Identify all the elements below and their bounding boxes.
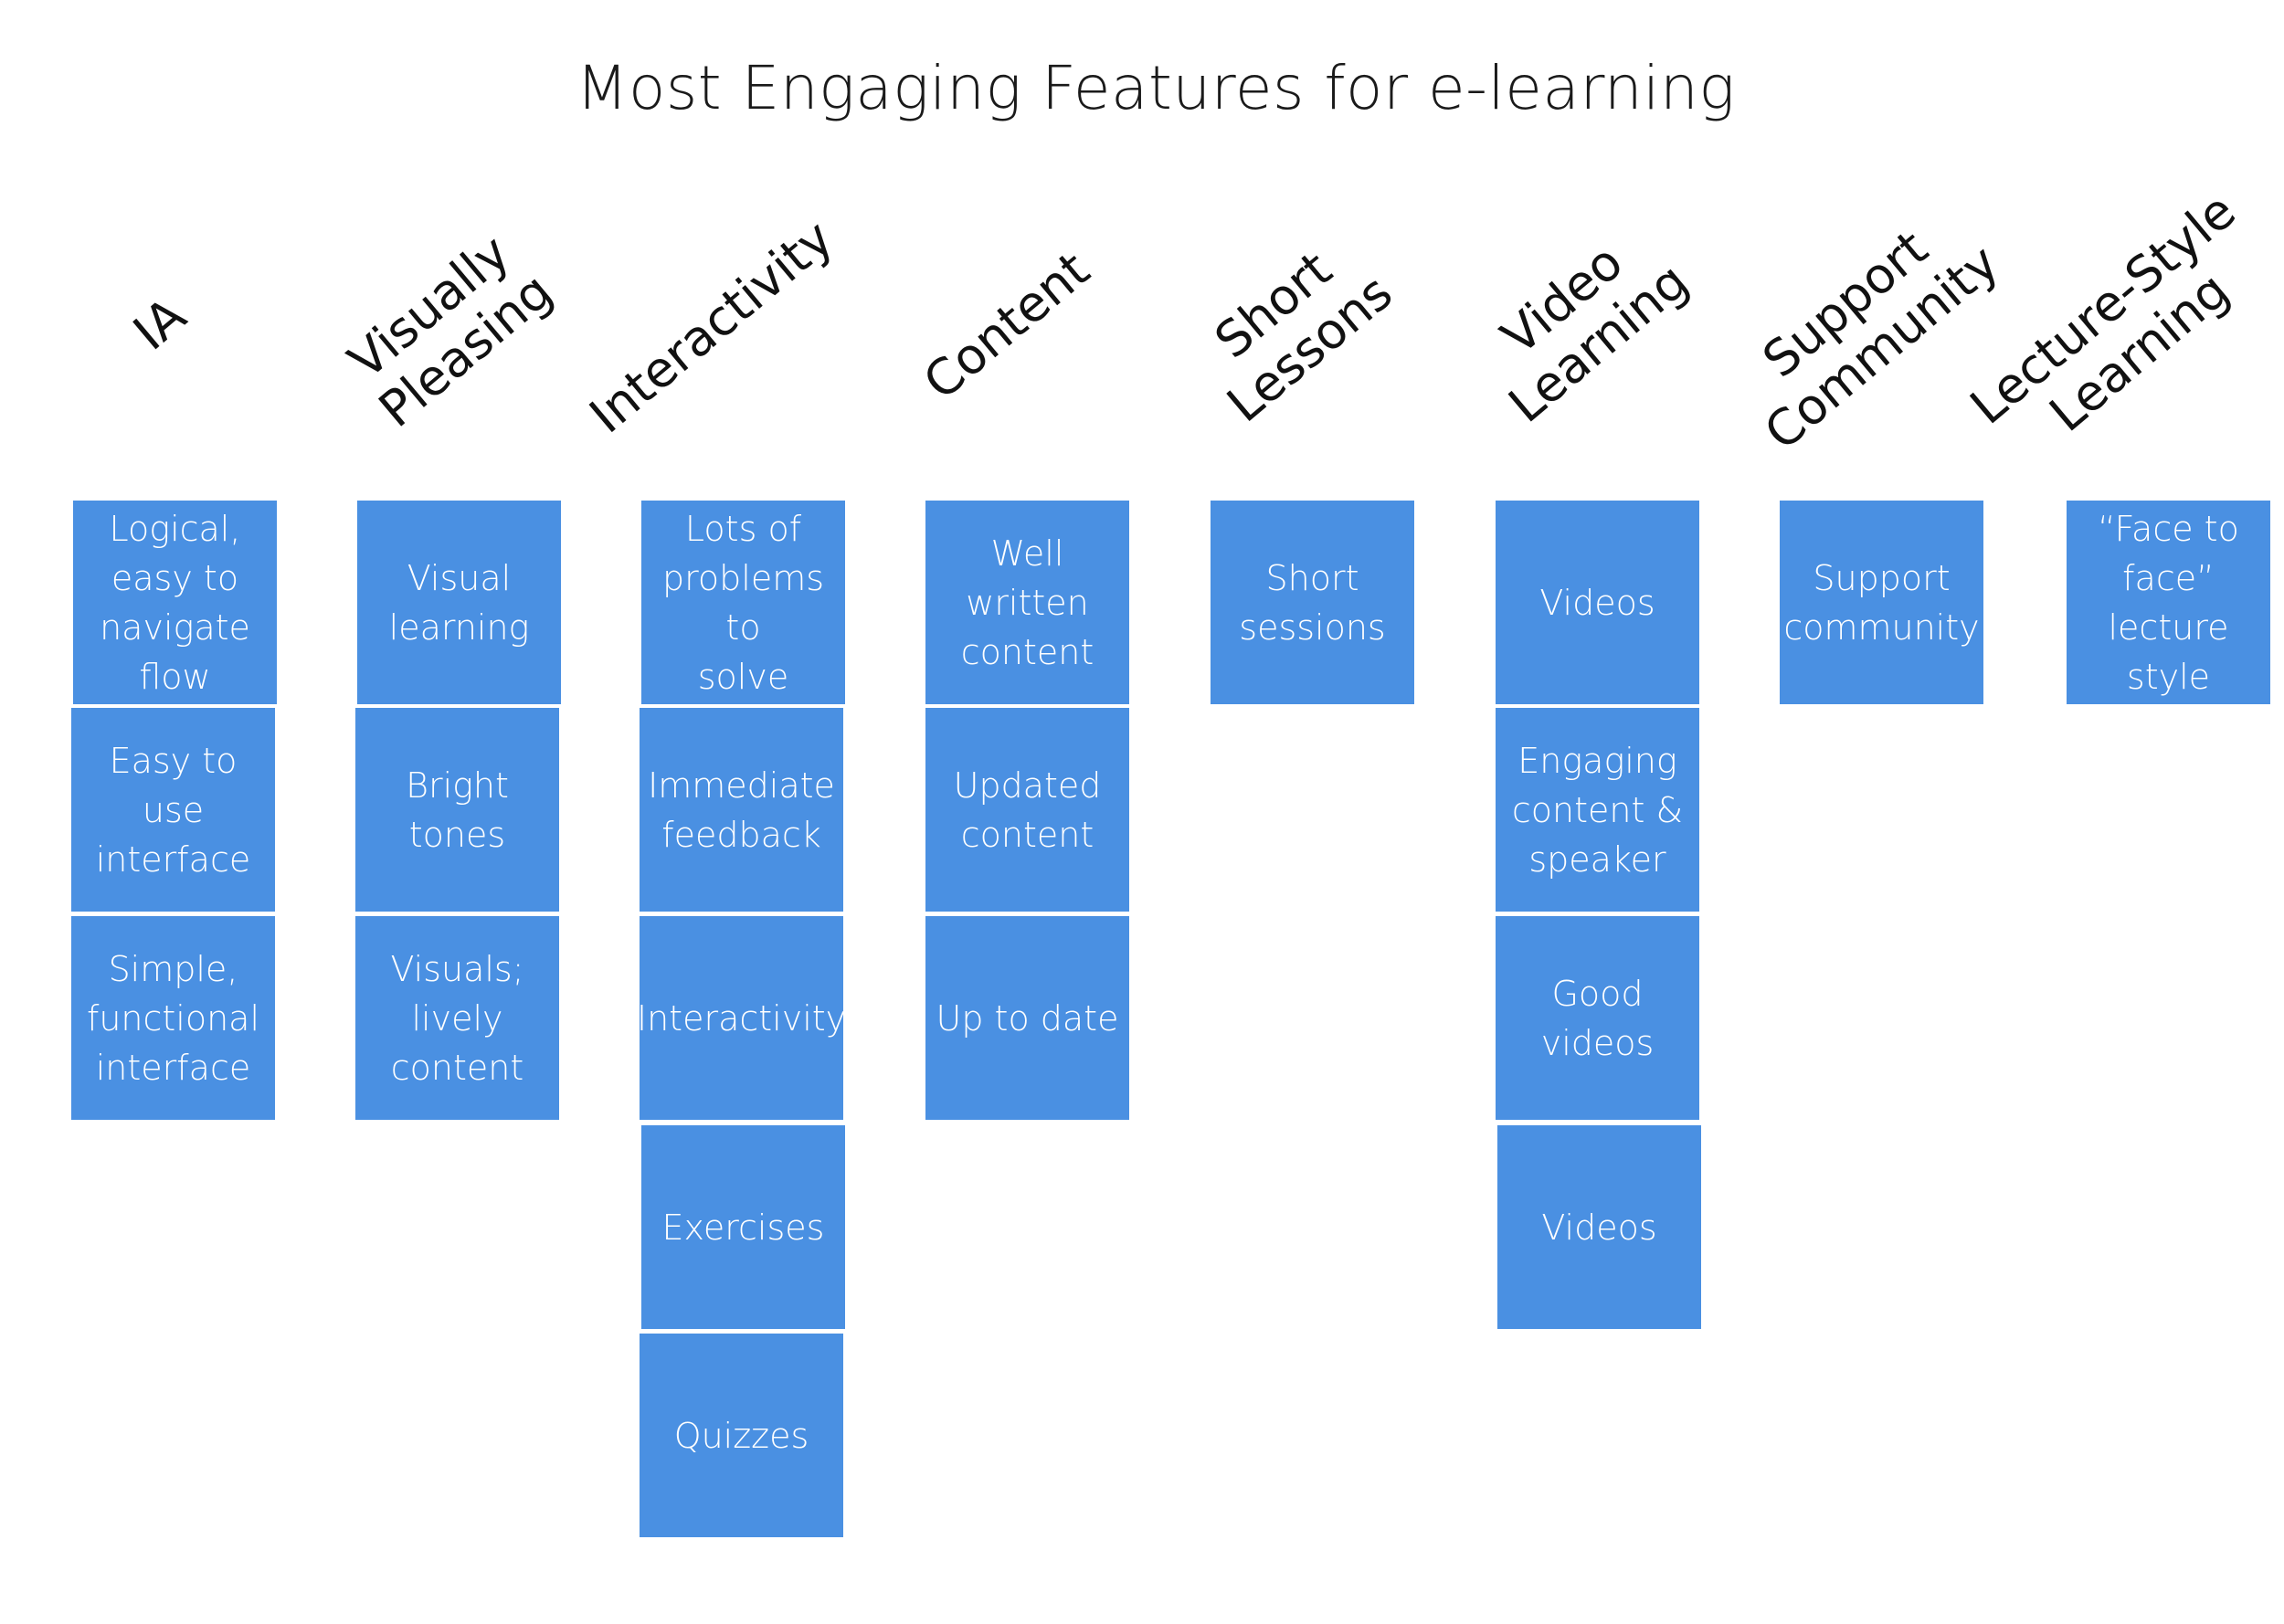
sticky-note: Easy to use interface [71,708,275,912]
sticky-note-text: Videos [1539,582,1655,623]
sticky-note: Immediate feedback [640,708,843,912]
sticky-note-text: “Face to face” lecture style [2098,508,2239,697]
sticky-note: “Face to face” lecture style [2067,501,2270,704]
sticky-note: Visual learning [357,501,561,704]
sticky-note-text: Good videos [1540,973,1655,1063]
sticky-note: Logical, easy to navigate flow [73,501,277,704]
sticky-note-text: Up to date [936,997,1119,1039]
sticky-note-text: Quizzes [673,1415,809,1456]
sticky-note-text: Well written content [960,533,1094,672]
sticky-note: Up to date [925,916,1129,1120]
sticky-note-text: Videos [1541,1207,1657,1248]
sticky-note-text: Visual learning [388,557,530,648]
sticky-note-text: Logical, easy to navigate flow [100,508,250,697]
sticky-note: Support community [1780,501,1983,704]
sticky-note-text: Short sessions [1239,557,1386,648]
sticky-note: Videos [1496,501,1699,704]
sticky-note: Short sessions [1211,501,1414,704]
sticky-note: Quizzes [640,1334,843,1537]
sticky-note-text: Bright tones [406,765,509,855]
sticky-note-text: Immediate feedback [648,765,835,855]
sticky-note: Lots of problems to solve [641,501,845,704]
sticky-note-text: Lots of problems to solve [661,508,825,697]
sticky-note-text: Interactivity [636,997,847,1039]
sticky-note-text: Visuals; lively content [390,948,524,1088]
sticky-note: Simple, functional interface [71,916,275,1120]
sticky-note-text: Exercises [661,1207,825,1248]
sticky-note: Visuals; lively content [355,916,559,1120]
column-header-label: IA [122,286,197,362]
sticky-note-text: Engaging content & speaker [1511,740,1684,880]
sticky-note-text: Easy to use interface [95,740,251,880]
sticky-note: Well written content [925,501,1129,704]
sticky-note: Bright tones [355,708,559,912]
sticky-note: Interactivity [636,916,847,1120]
page-title: Most Engaging Features for e-learning [576,53,1736,123]
sticky-note: Updated content [925,708,1129,912]
sticky-note: Videos [1497,1125,1701,1329]
sticky-note: Good videos [1496,916,1699,1120]
sticky-note-text: Updated content [953,765,1102,855]
sticky-note-text: Simple, functional interface [86,948,260,1088]
sticky-note-text: Support community [1783,557,1980,648]
sticky-note: Exercises [641,1125,845,1329]
column-header-label: Content [913,240,1101,411]
sticky-note: Engaging content & speaker [1496,708,1699,912]
